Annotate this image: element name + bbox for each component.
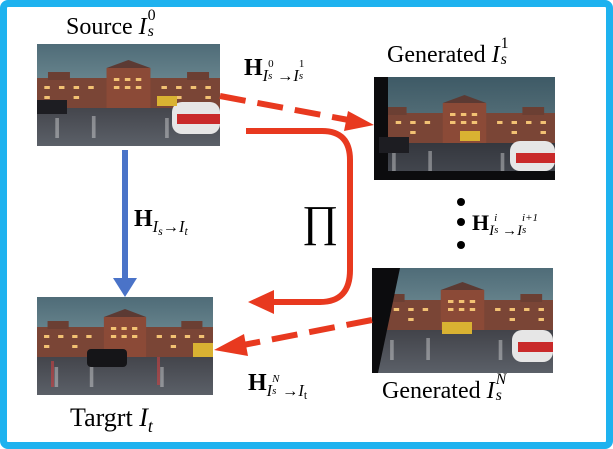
hN-sup: N: [272, 372, 280, 385]
hN-sub: s: [272, 384, 277, 397]
red-dashed-arrow-source-to-gen1: [219, 93, 374, 131]
hi-sup2: i+1: [522, 212, 539, 225]
h01-var2: I: [293, 65, 299, 85]
label-generated-1: Generated I 1 s: [387, 36, 514, 68]
label-target-sub: t: [147, 416, 153, 437]
hN-var: I: [266, 380, 273, 400]
h-sub-var: I: [152, 216, 159, 236]
label-genN-sub: s: [495, 387, 502, 404]
label-target: Targrt It: [70, 405, 153, 436]
label-source-prefix: Source: [66, 14, 139, 40]
product-symbol: ∏: [302, 197, 339, 246]
h01-bold: H: [244, 55, 263, 81]
label-source-sup: 0: [147, 7, 156, 24]
label-generated-n: Generated I N s: [382, 372, 511, 404]
h-sub-var2: I: [179, 216, 185, 236]
hi-sub2: s: [522, 224, 527, 237]
label-source: Source I 0 s: [66, 8, 161, 40]
red-curved-arrow-composition: [246, 128, 353, 314]
h-bold: H: [134, 206, 153, 232]
hi-sup: i: [494, 212, 498, 225]
hi-var: I: [489, 223, 495, 240]
hi-arrow: →: [502, 223, 518, 240]
label-source-sub: s: [147, 23, 154, 40]
h01-sup: 0: [268, 57, 274, 70]
generated-1-image: [374, 77, 555, 180]
h01-var: I: [262, 65, 269, 85]
label-gen1-var: I: [491, 42, 500, 68]
hi-sub: s: [494, 224, 499, 237]
label-target-prefix: Targrt: [70, 403, 140, 432]
hN-sub2: t: [303, 388, 308, 402]
hN-var2: I: [298, 380, 304, 400]
hi-var2: I: [517, 223, 523, 240]
hi-bold: H: [472, 210, 490, 235]
h01-sup2: 1: [298, 57, 305, 70]
blue-arrow-source-to-target: [113, 150, 137, 297]
h01-sub2: s: [298, 69, 304, 82]
label-genN-prefix: Generated: [382, 378, 487, 404]
h-arrow: →: [162, 216, 179, 236]
hN-arrow: →: [282, 380, 299, 400]
label-genN-var: I: [486, 378, 495, 404]
h01-sub: s: [268, 69, 273, 82]
source-image: [37, 44, 220, 146]
label-target-var: I: [139, 403, 148, 432]
label-gen1-sup: 1: [500, 35, 509, 52]
h-sub-sub: s: [158, 224, 163, 238]
label-source-var: I: [138, 14, 147, 40]
h01-arrow: →: [277, 65, 294, 85]
label-gen1-prefix: Generated: [387, 42, 492, 68]
h-sub-sub2: t: [184, 224, 188, 238]
label-h-source-target: HIs→It: [134, 207, 188, 237]
ellipsis-dots: [457, 198, 465, 249]
hN-bold: H: [248, 370, 267, 396]
target-image: [37, 297, 213, 395]
label-gen1-sub: s: [500, 51, 507, 68]
label-genN-sup: N: [495, 371, 507, 388]
red-dashed-arrow-genN-to-target: [214, 317, 373, 356]
generated-n-image: [372, 268, 553, 373]
